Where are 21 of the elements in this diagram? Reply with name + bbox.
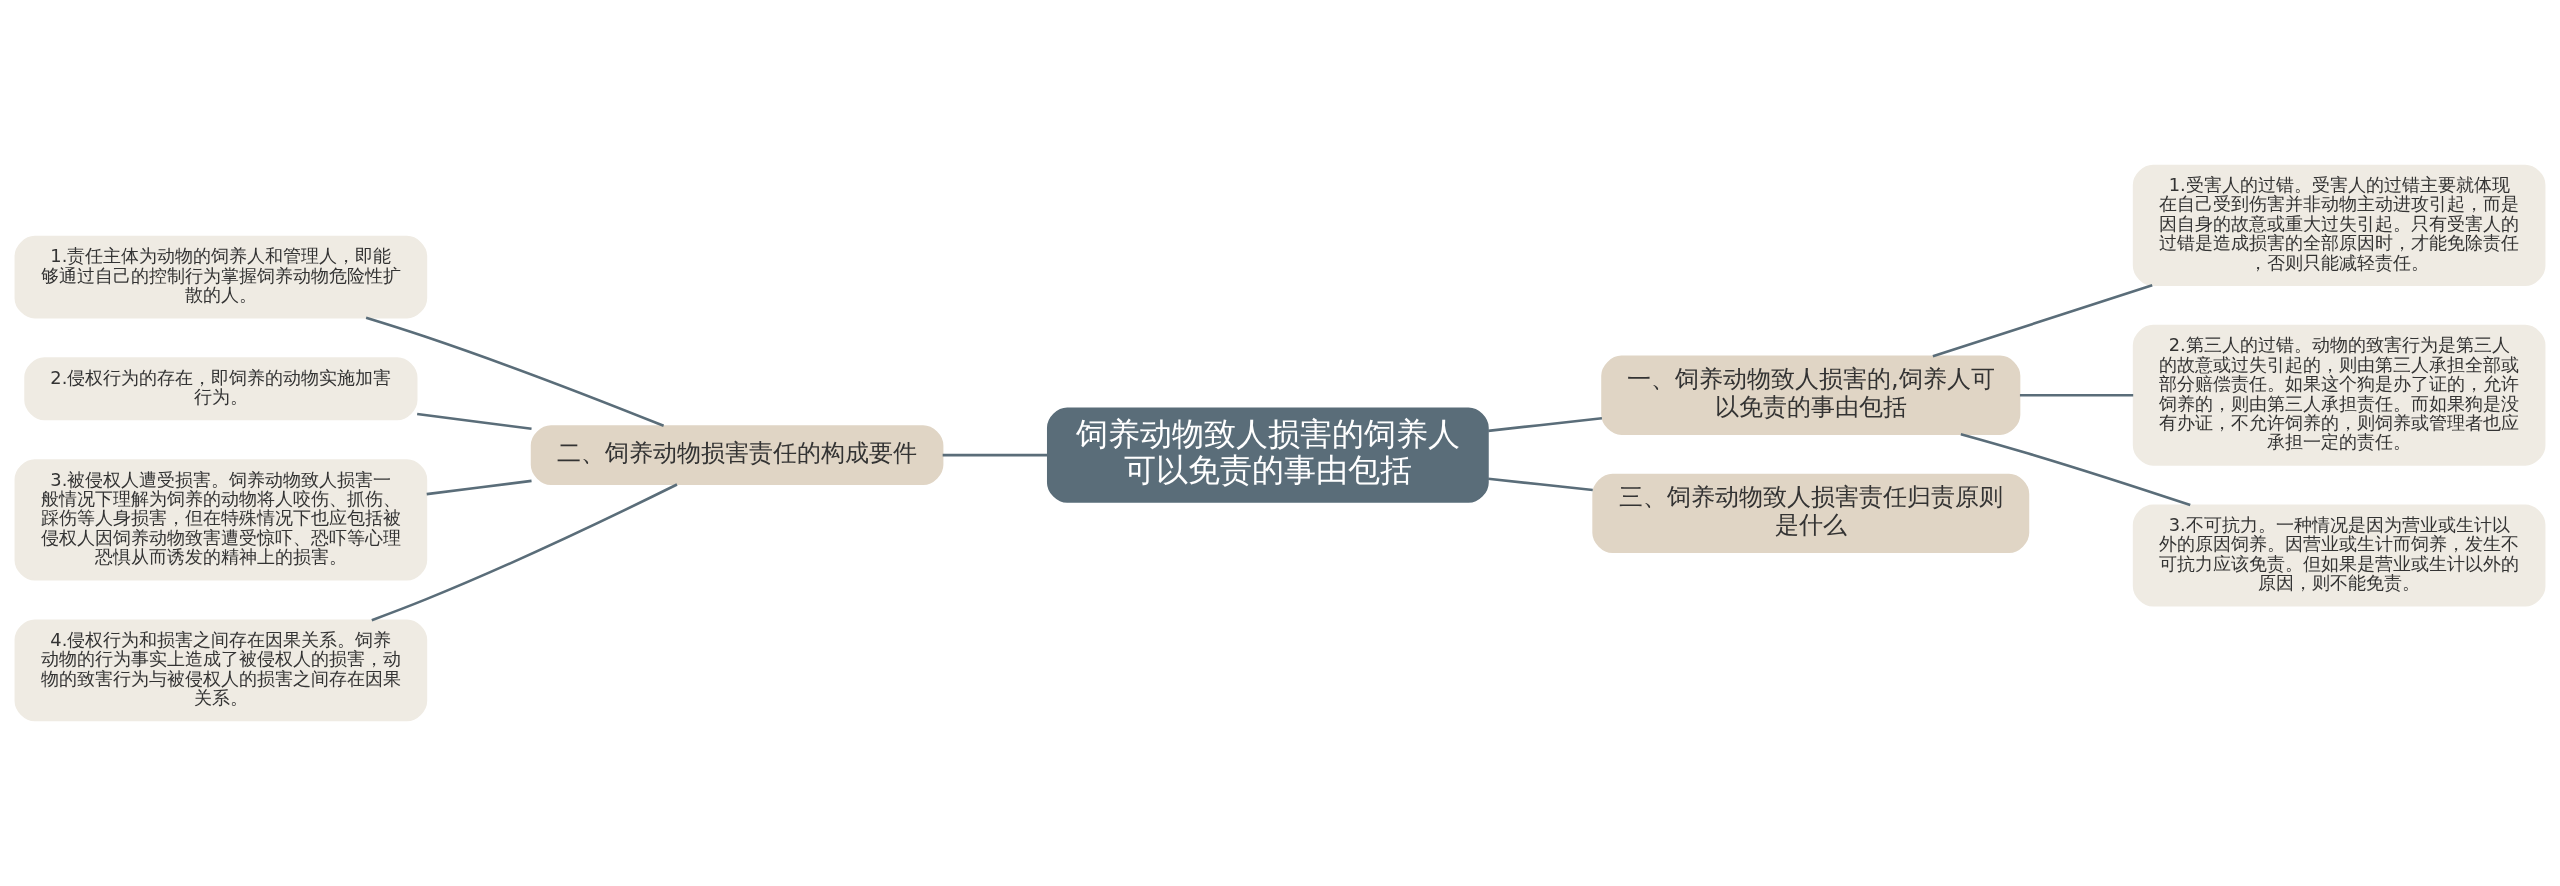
connector [365,316,665,427]
node-box: 饲养动物致人损害的饲养人可以免责的事由包括 [1046,407,1489,503]
connector [1488,477,1593,492]
connector [426,479,532,496]
connector [371,483,678,622]
node-box: 1.受害人的过错。受害人的过错主要就体现在自己受到伤害并非动物主动进攻引起，而是因自身的故意或重大过失引起。只有受害人的过错是造成损害的全部原因时，才能免除责任，否则只能减轻责任。 [2132,164,2546,287]
connector [1960,432,2191,507]
node-box: 3.被侵权人遭受损害。饲养动物致人损害一般情况下理解为饲养的动物将人咬伤、抓伤、踩伤等人身损害，但在特殊情况下也应包括被侵权人因饲养动物致害遭受惊吓、恐吓等心理恐惧从而诱发的精神上的损害。 [14,459,428,581]
connector [2019,393,2134,397]
connector [942,453,1048,457]
node-box: 4.侵权行为和损害之间存在因果关系。饲养动物的行为事实上造成了被侵权人的损害，动物的致害行为与被侵权人的损害之间存在因果关系。 [14,619,428,722]
connector [1932,284,2153,358]
node-box: 二、饲养动物损害责任的构成要件 [530,425,944,486]
connector [417,412,532,431]
connector [1488,416,1603,433]
node-box: 三、饲养动物致人损害责任归责原则是什么 [1592,473,2030,554]
node-box: 1.责任主体为动物的饲养人和管理人，即能够通过自己的控制行为掌握饲养动物危险性扩散的人。 [14,235,428,319]
node-box: 2.第三人的过错。动物的致害行为是第三人的故意或过失引起的，则由第三人承担全部或部分赔偿责任。如果这个狗是办了证的，允许饲养的，则由第三人承担责任。而如果狗是没有办证，不允许饲养的，则饲养或管理者也应承担一定的责任。 [2132,324,2546,466]
node-box: 一、饲养动物致人损害的,饲养人可以免责的事由包括 [1601,355,2021,435]
node-box: 3.不可抗力。一种情况是因为营业或生计以外的原因饲养。因营业或生计而饲养，发生不可抗力应该免责。但如果是营业或生计以外的原因，则不能免责。 [2132,504,2546,607]
node-box: 2.侵权行为的存在，即饲养的动物实施加害行为。 [24,357,418,421]
